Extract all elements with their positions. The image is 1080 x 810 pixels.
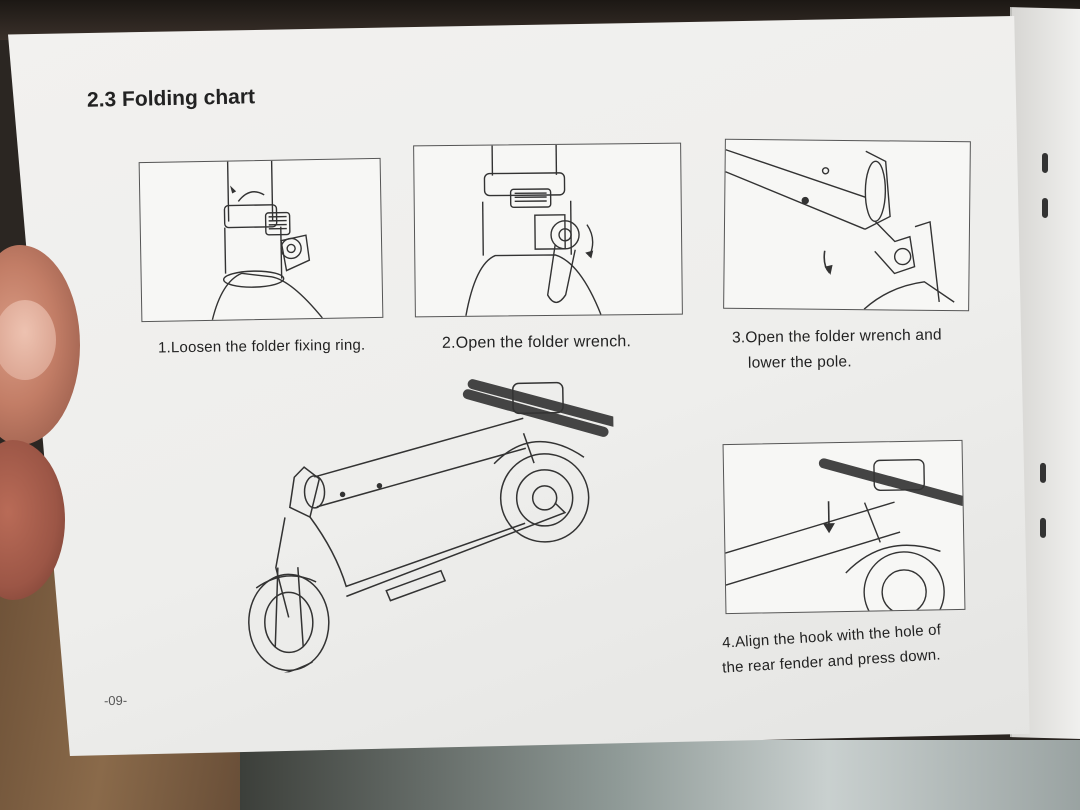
step-1-illustration	[138, 157, 384, 323]
binding-hole	[1040, 517, 1046, 538]
binding-hole	[1042, 152, 1048, 174]
folded-scooter-illustration	[232, 362, 619, 679]
background-table	[240, 740, 1080, 810]
step-2-illustration	[413, 142, 683, 318]
step-4-illustration	[722, 439, 966, 615]
step-3-caption-line1: 3.Open the folder wrench and	[731, 326, 942, 347]
down-arrow-icon	[824, 264, 833, 275]
step-2-caption: 2.Open the folder wrench.	[441, 333, 632, 352]
step-3-illustration	[723, 138, 971, 312]
folder-wrench-drawing	[465, 144, 602, 316]
section-title: 2.3 Folding chart	[86, 85, 256, 112]
scooter-drawing	[248, 379, 619, 679]
hook-align-drawing	[725, 458, 965, 614]
binding-hole	[1042, 197, 1048, 219]
thumbnail	[0, 300, 56, 380]
rotation-arrow-icon	[230, 185, 237, 194]
binding-hole	[1040, 462, 1046, 483]
step-3-caption-line2: lower the pole.	[747, 353, 852, 372]
lower-pole-drawing	[725, 149, 955, 310]
step-1-caption: 1.Loosen the folder fixing ring.	[157, 336, 366, 357]
folder-ring-drawing	[211, 160, 323, 321]
down-arrow-icon	[585, 250, 594, 259]
page-number: -09-	[103, 692, 128, 709]
